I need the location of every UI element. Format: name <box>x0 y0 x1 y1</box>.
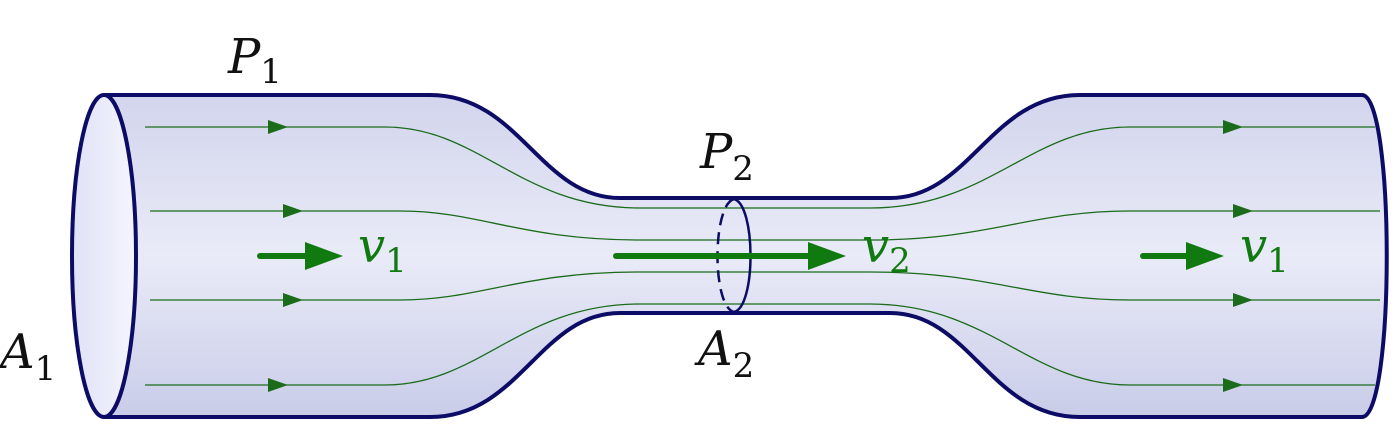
velocity-arrowhead-v1-left <box>305 242 343 270</box>
streamline-arrow <box>283 204 303 218</box>
velocity-arrows <box>257 242 1224 270</box>
label-p2: P2 <box>699 124 754 189</box>
label-v2: v2 <box>862 218 911 281</box>
pipe-left-opening <box>70 93 138 419</box>
label-v1-left: v1 <box>358 218 407 281</box>
velocity-arrowhead-v1-right <box>1186 242 1224 270</box>
label-p1: P1 <box>227 29 282 92</box>
streamline-arrow <box>268 378 288 392</box>
streamline-arrow <box>1233 293 1253 307</box>
streamline-arrow <box>1223 120 1243 134</box>
streamline-1 <box>145 126 1375 209</box>
streamline-arrow <box>1233 204 1253 218</box>
pipe-bottom-wall <box>105 311 1362 419</box>
streamline-arrows <box>268 120 1253 392</box>
label-v1-right: v1 <box>1240 218 1289 281</box>
label-a1: A1 <box>0 324 56 389</box>
streamline-2 <box>150 210 1380 241</box>
streamline-3 <box>150 271 1380 301</box>
streamlines <box>145 126 1380 386</box>
label-a2: A2 <box>694 321 754 386</box>
pipe-right-end <box>1361 93 1389 419</box>
streamline-arrow <box>1223 378 1243 392</box>
streamline-arrow <box>268 120 288 134</box>
streamline-4 <box>145 303 1375 386</box>
velocity-arrowhead-v2 <box>808 242 846 270</box>
streamline-arrow <box>283 293 303 307</box>
pipe-top-wall <box>105 93 1362 200</box>
